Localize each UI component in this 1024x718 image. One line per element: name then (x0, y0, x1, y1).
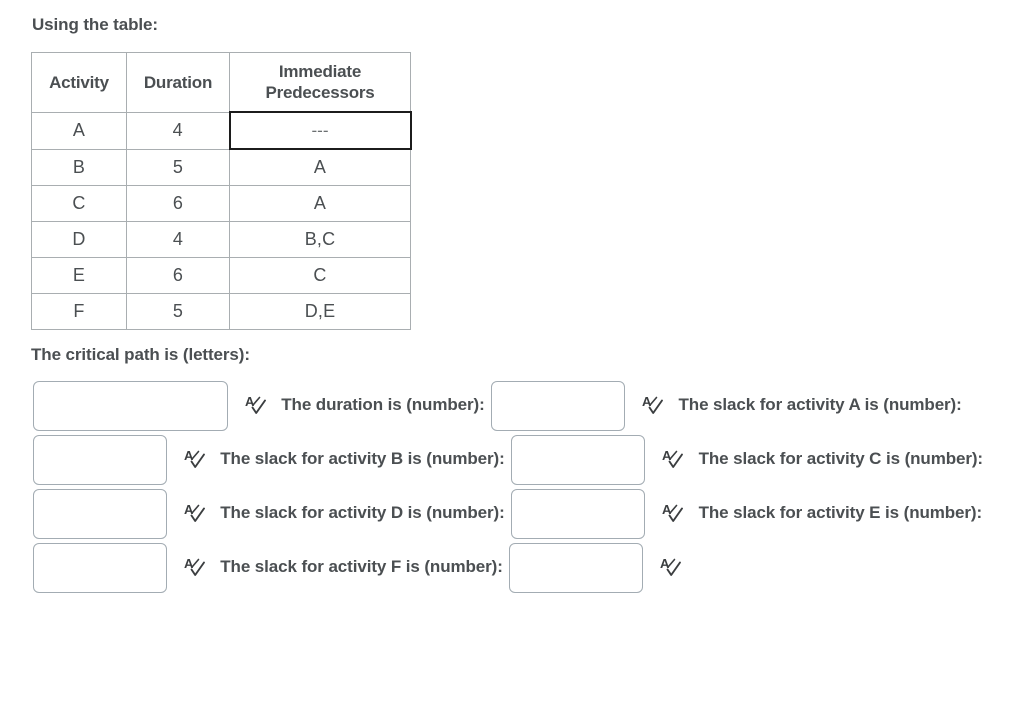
cell-predecessors: B,C (229, 221, 411, 258)
cell-activity: A (31, 111, 127, 150)
spellcheck-icon: A (183, 448, 209, 472)
table-row: B 5 A (31, 148, 411, 186)
cell-predecessors-selected[interactable]: --- (228, 111, 412, 150)
column-header-line-1: Immediate (278, 62, 362, 81)
cell-activity: B (31, 148, 127, 186)
cell-duration: 6 (126, 185, 230, 222)
cell-activity: F (31, 293, 127, 330)
prompt-slack-b: The slack for activity B is (number): (220, 449, 505, 468)
answer-input-slack-a[interactable] (33, 434, 167, 485)
table-row: F 5 D,E (31, 293, 411, 330)
prompt-slack-c: The slack for activity C is (number): (698, 449, 984, 468)
column-header-activity: Activity (31, 52, 127, 113)
table-body: A 4 --- B 5 A C 6 A D 4 B,C (31, 111, 412, 330)
cell-duration: 6 (126, 257, 230, 294)
spellcheck-icon: A (661, 448, 687, 472)
page-title: Using the table: (32, 15, 158, 34)
cell-activity: C (31, 185, 127, 222)
column-header-immediate-predecessors: Immediate Predecessors (229, 52, 411, 113)
table-row: D 4 B,C (31, 221, 411, 258)
cell-predecessors: C (229, 257, 411, 294)
answer-input-slack-b[interactable] (511, 434, 646, 485)
svg-text:A: A (184, 502, 194, 517)
cell-duration: 4 (126, 221, 230, 258)
spellcheck-icon: A (183, 556, 209, 580)
svg-text:A: A (662, 502, 672, 517)
table-header: Activity Duration Immediate Predecessors (31, 52, 411, 113)
cell-duration: 4 (126, 111, 230, 150)
table-row: A 4 --- (31, 111, 412, 150)
answer-input-slack-e[interactable] (33, 542, 167, 593)
cell-predecessors: A (229, 148, 411, 186)
answer-input-slack-c[interactable] (33, 488, 167, 539)
table-row: E 6 C (31, 257, 411, 294)
answer-input-slack-d[interactable] (511, 488, 646, 539)
spellcheck-icon: A (661, 502, 687, 526)
table-header-row: Activity Duration Immediate Predecessors (31, 52, 411, 113)
svg-text:A: A (642, 394, 652, 409)
prompt-slack-d: The slack for activity D is (number): (220, 503, 505, 522)
svg-text:A: A (245, 394, 255, 409)
svg-text:A: A (662, 448, 672, 463)
cell-activity: E (31, 257, 127, 294)
activity-table: Activity Duration Immediate Predecessors… (31, 52, 412, 330)
question-body: The critical path is (letters): A The du… (31, 342, 994, 594)
cell-predecessors: D,E (229, 293, 411, 330)
table-row: C 6 A (31, 185, 411, 222)
activity-table-wrapper: Activity Duration Immediate Predecessors… (31, 52, 994, 330)
cell-predecessors-text: --- (311, 121, 329, 140)
prompt-duration: The duration is (number): (281, 395, 485, 414)
cell-duration: 5 (126, 148, 230, 186)
svg-text:A: A (184, 448, 194, 463)
cell-activity: D (31, 221, 127, 258)
column-header-duration: Duration (126, 52, 230, 113)
spellcheck-icon: A (183, 502, 209, 526)
answer-input-slack-f[interactable] (509, 542, 644, 593)
prompt-slack-a: The slack for activity A is (number): (678, 395, 962, 414)
svg-text:A: A (184, 556, 194, 571)
svg-text:A: A (660, 556, 670, 571)
answer-input-duration[interactable] (491, 380, 626, 431)
question-lead-text: The critical path is (letters): (31, 345, 250, 364)
answer-input-critical-path[interactable] (33, 380, 228, 431)
column-header-line-2: Predecessors (265, 83, 375, 102)
spellcheck-icon: A (244, 394, 270, 418)
prompt-slack-f: The slack for activity F is (number): (220, 557, 503, 576)
cell-predecessors: A (229, 185, 411, 222)
cell-duration: 5 (126, 293, 230, 330)
spellcheck-icon: A (659, 556, 685, 580)
spellcheck-icon: A (641, 394, 667, 418)
prompt-slack-e: The slack for activity E is (number): (698, 503, 983, 522)
